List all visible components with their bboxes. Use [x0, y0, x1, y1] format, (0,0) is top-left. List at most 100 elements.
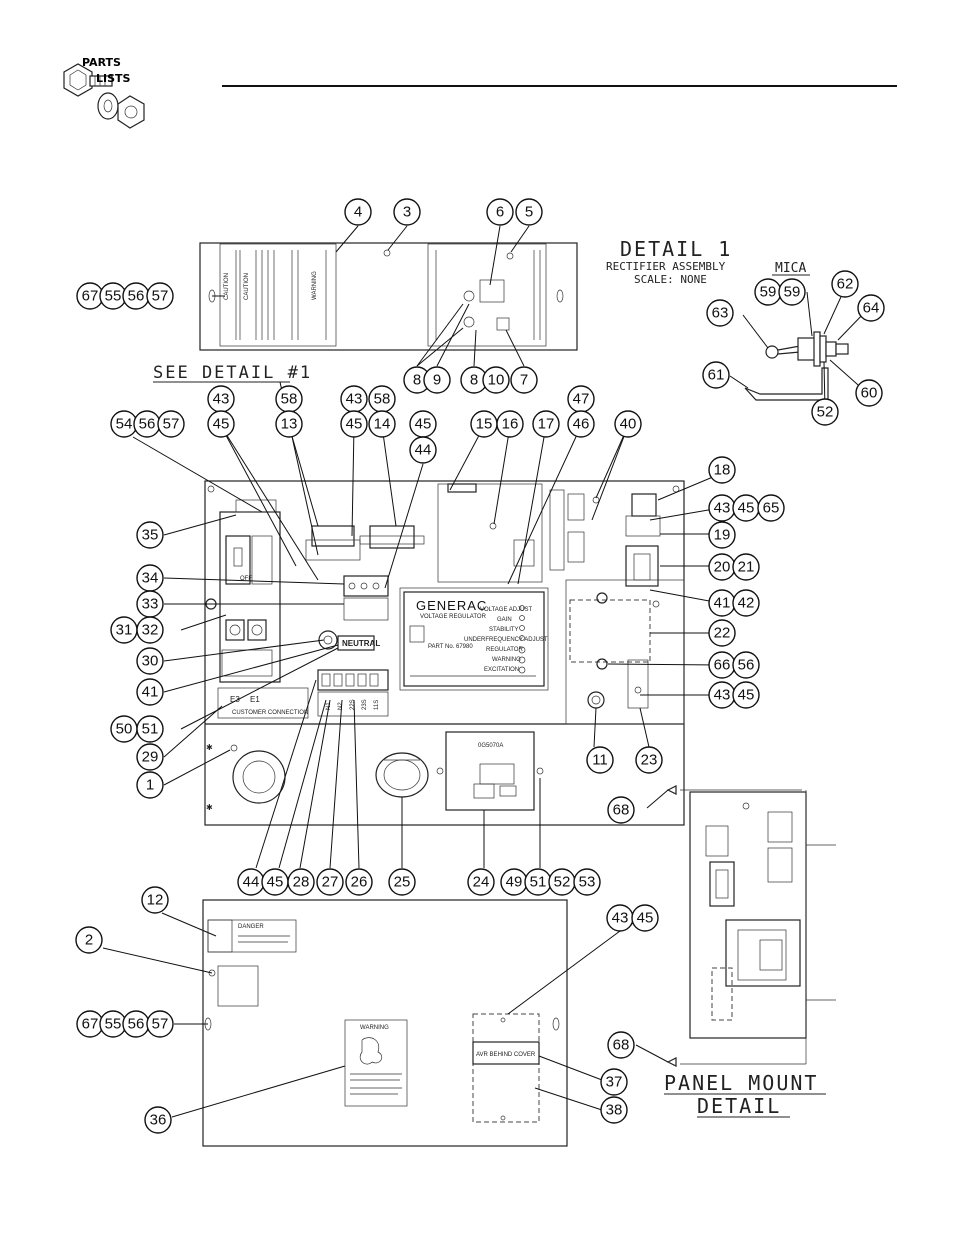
main-control-panel: ✱ ✱ OFF [204, 480, 685, 826]
svg-text:10: 10 [488, 372, 505, 389]
connectors-40 [567, 493, 600, 563]
callout-54: 54 [110, 410, 138, 438]
svg-text:OFF: OFF [240, 576, 252, 582]
svg-text:DETAIL: DETAIL [697, 1094, 781, 1118]
callout-45: 45 [207, 410, 235, 438]
svg-text:57: 57 [152, 288, 169, 305]
svg-text:65: 65 [763, 500, 780, 517]
callout-37: 37 [600, 1068, 628, 1096]
voltage-regulator: GENERAC VOLTAGE REGULATOR PART No. 67980… [399, 587, 549, 691]
svg-text:36: 36 [150, 1112, 167, 1129]
svg-text:38: 38 [606, 1102, 623, 1119]
caution-label: CAUTION CAUTION WARNING [219, 243, 337, 347]
callout-50: 50 [110, 715, 138, 743]
bolt-icon [63, 63, 113, 97]
svg-text:GENERAC: GENERAC [416, 598, 487, 613]
callout-2: 2 [75, 926, 103, 954]
svg-text:1: 1 [146, 777, 154, 794]
svg-text:28: 28 [293, 874, 310, 891]
svg-text:52: 52 [554, 874, 571, 891]
callout-61: 61 [702, 361, 730, 389]
parts-lists-logo: PARTS LISTS [63, 56, 145, 129]
svg-text:50: 50 [116, 721, 133, 738]
callout-57b: 57 [157, 410, 185, 438]
callout-34: 34 [136, 564, 164, 592]
logo-text-lists: LISTS [96, 72, 131, 85]
callout-27: 27 [316, 868, 344, 896]
svg-text:17: 17 [538, 416, 555, 433]
callout-55b: 55 [99, 1010, 127, 1038]
circuit-board-16 [437, 483, 565, 583]
callout-23: 23 [635, 746, 663, 774]
svg-text:41: 41 [142, 684, 159, 701]
svg-text:64: 64 [863, 300, 880, 317]
svg-text:57: 57 [163, 416, 180, 433]
svg-text:STABILITY: STABILITY [489, 627, 519, 633]
svg-text:56: 56 [139, 416, 156, 433]
callout-49: 49 [500, 868, 528, 896]
svg-text:PART No. 67980: PART No. 67980 [428, 644, 473, 650]
svg-text:DANGER: DANGER [238, 924, 264, 930]
svg-text:GAIN: GAIN [497, 617, 512, 623]
terminal-strip [317, 669, 389, 717]
svg-text:EXCITATION: EXCITATION [484, 667, 519, 673]
svg-text:54: 54 [116, 416, 133, 433]
callout-29: 29 [136, 743, 164, 771]
callout-62: 62 [831, 270, 859, 298]
callout-46: 46 [567, 410, 595, 438]
svg-text:CAUTION: CAUTION [244, 273, 250, 300]
svg-text:56: 56 [128, 288, 145, 305]
callout-30: 30 [136, 647, 164, 675]
callout-58: 58 [275, 385, 303, 413]
callout-7: 7 [510, 366, 538, 394]
svg-text:32: 32 [142, 622, 159, 639]
callout-53: 53 [573, 868, 601, 896]
svg-text:29: 29 [142, 749, 159, 766]
svg-text:56: 56 [128, 1016, 145, 1033]
callout-68b: 68 [607, 1031, 635, 1059]
callout-45f: 45 [261, 868, 289, 896]
svg-text:DETAIL 1: DETAIL 1 [620, 237, 732, 261]
svg-text:✱: ✱ [206, 743, 213, 752]
customer-connection: E3 E1 CUSTOMER CONNECTION [217, 687, 309, 719]
callout-bubbles: 4 3 6 5 67 55 56 57 8 9 8 10 7 59 59 62 … [75, 198, 885, 1134]
svg-text:VOLTAGE ADJUST: VOLTAGE ADJUST [480, 607, 532, 613]
callout-44b: 44 [237, 868, 265, 896]
transformer-14 [359, 525, 425, 549]
svg-text:21: 21 [738, 559, 755, 576]
svg-text:51: 51 [530, 874, 547, 891]
callout-56d: 56 [122, 1010, 150, 1038]
avr-cover: AVR BEHIND COVER [472, 1013, 540, 1123]
relay-13 [305, 525, 361, 561]
svg-text:31: 31 [116, 622, 133, 639]
callout-51: 51 [136, 715, 164, 743]
svg-text:55: 55 [105, 288, 122, 305]
svg-text:47: 47 [573, 391, 590, 408]
callout-55: 55 [99, 282, 127, 310]
callout-68: 68 [607, 796, 635, 824]
callout-58b: 58 [368, 385, 396, 413]
svg-text:E3: E3 [230, 695, 240, 704]
svg-text:40: 40 [620, 416, 637, 433]
svg-text:5: 5 [525, 204, 533, 221]
callout-35: 35 [136, 521, 164, 549]
callout-52b: 52 [548, 868, 576, 896]
svg-text:52: 52 [817, 404, 834, 421]
svg-text:CAUTION: CAUTION [224, 273, 230, 300]
callout-3: 3 [393, 198, 421, 226]
plug-11 [587, 691, 605, 709]
callout-10: 10 [482, 366, 510, 394]
warning-label: WARNING [344, 1019, 408, 1107]
callout-12: 12 [141, 886, 169, 914]
svg-text:45: 45 [415, 416, 432, 433]
svg-text:✱: ✱ [206, 803, 213, 812]
callout-45c: 45 [409, 410, 437, 438]
callout-31: 31 [110, 616, 138, 644]
leader-lines [102, 225, 868, 1118]
callout-60: 60 [855, 379, 883, 407]
svg-text:34: 34 [142, 570, 159, 587]
callout-24: 24 [467, 868, 495, 896]
svg-text:9: 9 [433, 372, 441, 389]
svg-text:67: 67 [82, 288, 99, 305]
